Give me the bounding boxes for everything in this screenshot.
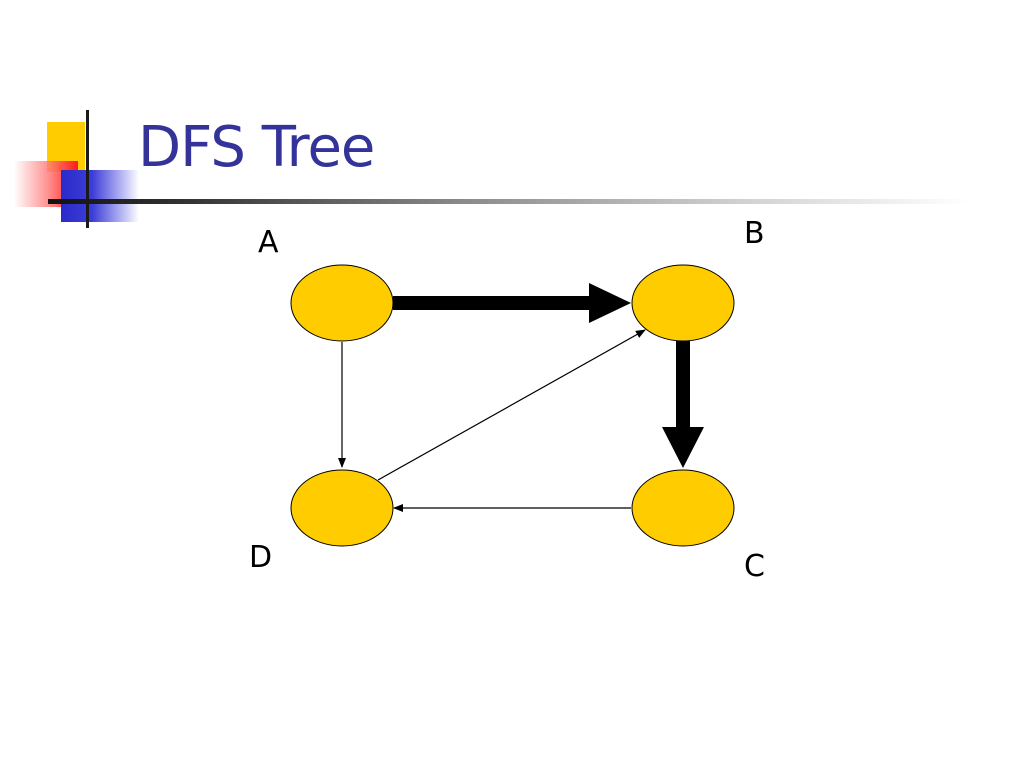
decor-vertical-line	[86, 110, 89, 228]
slide-title: DFS Tree	[138, 115, 375, 180]
edge-d-to-b	[377, 329, 646, 481]
node-label-c: C	[744, 549, 765, 584]
node-a	[290, 264, 394, 342]
node-c	[631, 469, 735, 547]
node-label-a: A	[258, 225, 279, 260]
node-d	[290, 469, 394, 547]
node-label-b: B	[744, 216, 765, 251]
decor-blue-square	[61, 170, 139, 222]
tree-edge-a-to-b	[393, 283, 631, 323]
node-label-d: D	[249, 540, 272, 575]
node-b	[631, 264, 735, 342]
title-underline	[48, 199, 968, 204]
tree-edge-b-to-c	[662, 341, 704, 468]
